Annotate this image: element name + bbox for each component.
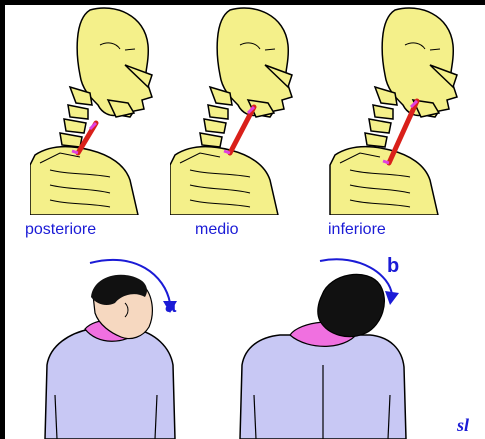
figure-neck-lateral-flexion [230,255,420,439]
label-posteriore: posteriore [25,221,96,239]
label-medio: medio [195,221,239,239]
lateral-head [318,274,385,336]
movement-label-a: a [165,295,176,318]
figure-neck-flexion [35,255,215,439]
illustration-canvas: posteriore medio inferiore a b sl [5,5,485,439]
skeleton-medio [170,5,315,215]
skeleton-inferiore [325,5,485,215]
signature: sl [457,415,469,436]
label-inferiore: inferiore [328,221,386,239]
movement-label-b: b [387,255,399,278]
lateral-arrow-head [385,291,399,305]
skeleton-posteriore [30,5,175,215]
